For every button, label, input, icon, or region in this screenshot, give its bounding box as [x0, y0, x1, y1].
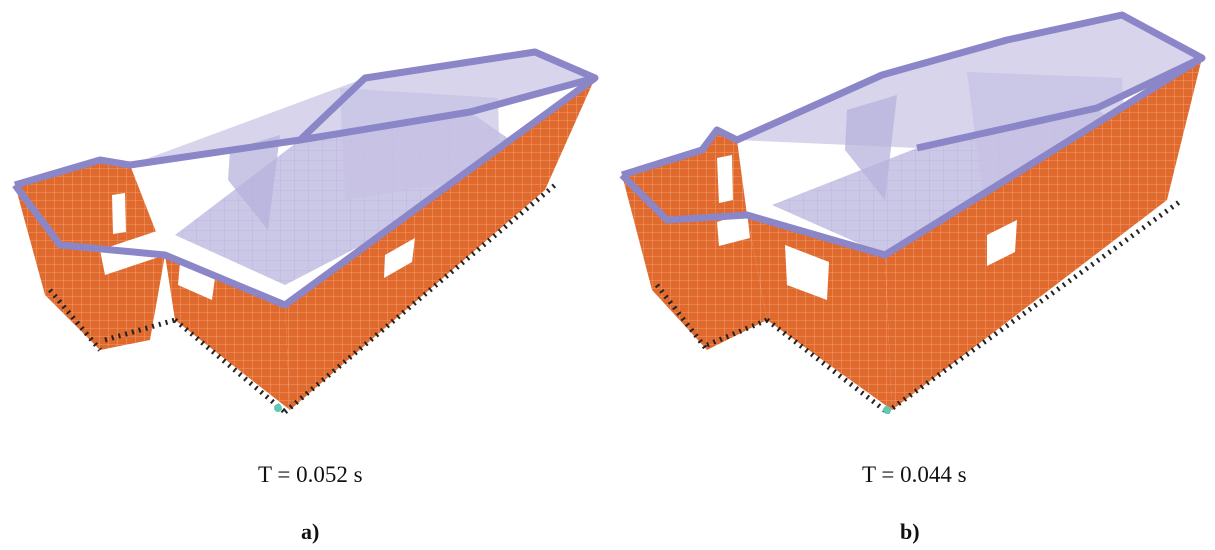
subfigure-label: a): [301, 519, 320, 544]
base-node: [883, 406, 891, 414]
annex-wall: [622, 130, 767, 350]
wall-top-beam: [14, 48, 599, 189]
front-wall: [747, 215, 892, 410]
side-window: [987, 220, 1017, 266]
annex-wall: [15, 160, 165, 350]
period-label: T = 0.052 s: [258, 462, 363, 487]
figure-panel-b: T = 0.044 s b): [607, 0, 1207, 550]
figure-panel-a: T = 0.052 s a): [0, 0, 600, 550]
base-node: [274, 404, 282, 412]
fem-model-mode-b: [619, 11, 1206, 415]
front-wall: [165, 255, 290, 410]
annex-door: [717, 212, 750, 246]
wall-top-beam-front: [619, 55, 1204, 259]
period-label: T = 0.044 s: [862, 462, 967, 487]
base-supports: [48, 183, 557, 414]
annex-opening: [717, 155, 733, 203]
fem-model-mode-a: [12, 48, 599, 414]
side-window: [384, 238, 415, 278]
annex-opening: [112, 193, 126, 234]
wall-top-beam: [620, 11, 1206, 179]
front-window: [785, 245, 829, 300]
wall-top-beam-front: [12, 75, 598, 309]
right-wall: [885, 58, 1202, 410]
internal-wall-2: [845, 95, 897, 200]
right-wall: [285, 78, 595, 410]
subfigure-label: b): [900, 519, 920, 544]
front-window: [178, 262, 215, 300]
internal-wall-2: [228, 135, 280, 230]
